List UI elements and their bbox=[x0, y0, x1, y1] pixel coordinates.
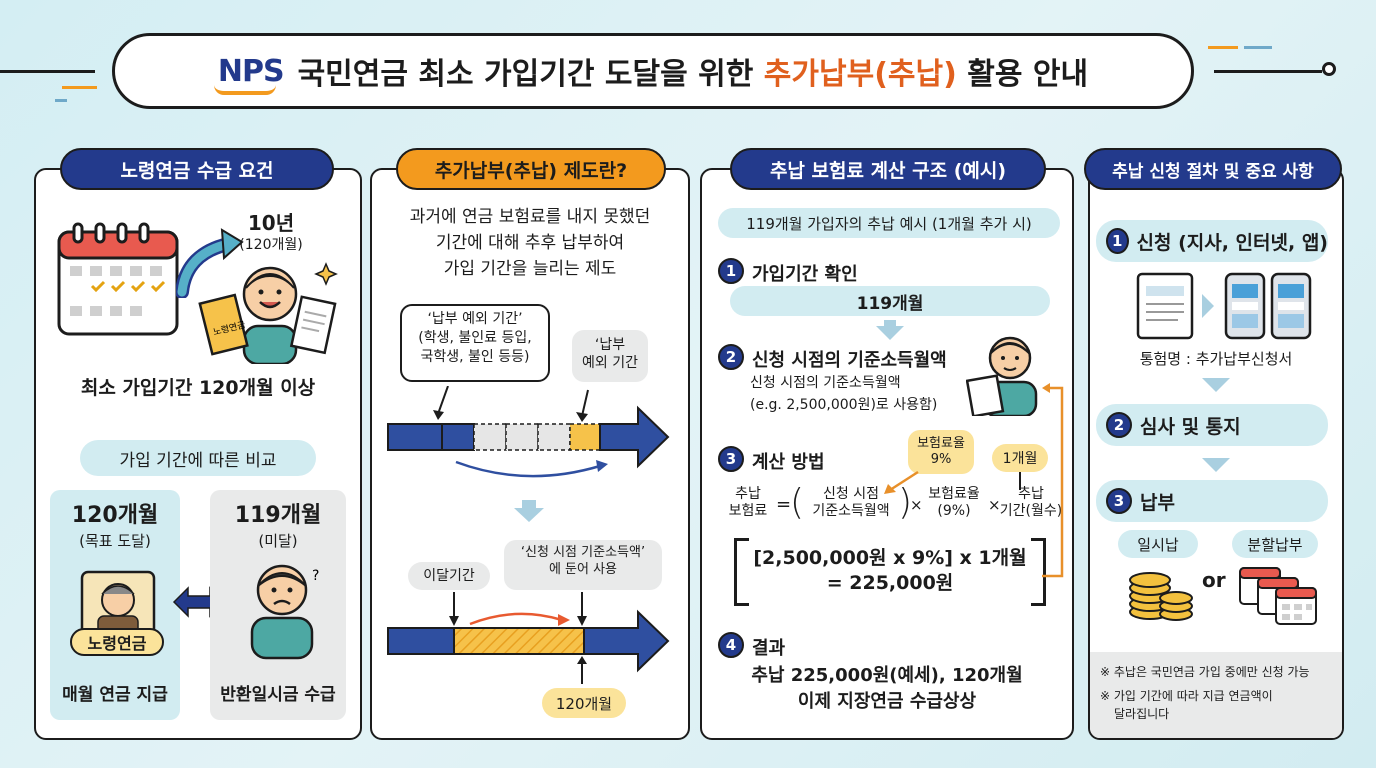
down-arrow-icon bbox=[876, 320, 904, 344]
procedure-step-apply: 1 신청 (지사, 인터넷, 앱) bbox=[1096, 220, 1328, 262]
happy-person-icon: 노령연금 bbox=[198, 262, 338, 364]
office-worker-icon bbox=[966, 336, 1038, 416]
procedure-step-review: 2 심사 및 통지 bbox=[1096, 404, 1328, 446]
card-119-result: 반환일시금 수급 bbox=[220, 685, 336, 705]
step-number: 2 bbox=[718, 344, 744, 370]
months-label: (120개월) bbox=[239, 237, 303, 253]
step2-line1: 신청 시점의 기준소득월액 bbox=[750, 375, 901, 391]
result-line2: 이제 지장연금 수급상상 bbox=[797, 691, 977, 712]
notes-box bbox=[1090, 652, 1342, 738]
card-119-sub: (미달) bbox=[258, 532, 298, 550]
decor-line bbox=[1214, 70, 1322, 73]
calc-line2: = 225,000원 bbox=[826, 571, 954, 594]
panel-heading: 노령연금 수급 요건 bbox=[60, 148, 334, 190]
card-120-result: 매월 연금 지급 bbox=[62, 685, 168, 705]
timeline-fill bbox=[387, 592, 670, 684]
panel-procedure bbox=[1088, 168, 1344, 740]
card-120-title: 120개월 bbox=[71, 503, 159, 528]
step-number: 3 bbox=[718, 446, 744, 472]
compare-heading: 가입 기간에 따른 비교 bbox=[80, 440, 316, 476]
form-name: 통험명 : 추가납부신청서 bbox=[1139, 350, 1293, 368]
example-label: 119개월 가입자의 추납 예시 (1개월 추가 시) bbox=[718, 208, 1060, 238]
income-basis-label: ‘신청 시점 기준소득액’ 에 둔어 사용 bbox=[504, 540, 662, 590]
definition-line1: 과거에 연금 보험료를 내지 못했던 bbox=[409, 207, 651, 227]
formula-paren-open: ( bbox=[790, 482, 805, 523]
nps-logo: NPS bbox=[213, 54, 285, 95]
step1-title: 가입기간 확인 bbox=[752, 264, 858, 285]
svg-text:?: ? bbox=[312, 568, 319, 584]
formula-equals: = bbox=[776, 494, 792, 515]
panel-heading: 추납 신청 절차 및 중요 사항 bbox=[1084, 148, 1342, 190]
step-number: 1 bbox=[1106, 228, 1129, 254]
card-119-title: 119개월 bbox=[234, 503, 322, 528]
calendar-icon bbox=[57, 222, 179, 336]
coins-icon bbox=[1129, 572, 1193, 621]
decor-dot bbox=[1322, 62, 1336, 76]
card-120-sub: (목표 도달) bbox=[79, 532, 151, 550]
result-line1: 추납 225,000원(예세), 120개월 bbox=[751, 665, 1023, 686]
calc-line1: [2,500,000원 x 9%] x 1개월 bbox=[753, 547, 1027, 569]
min-period-text: 최소 가입기간 120개월 이상 bbox=[80, 377, 316, 399]
step-number: 4 bbox=[718, 632, 744, 658]
note-2-line1: ※ 가입 기간에 따라 지급 연금액이 bbox=[1100, 689, 1273, 703]
step-label: 납부 bbox=[1140, 491, 1175, 514]
timeline-exempt bbox=[387, 386, 670, 478]
calculation-box: [2,500,000원 x 9%] x 1개월 = 225,000원 bbox=[734, 538, 1046, 606]
installment-calendars-icon bbox=[1239, 567, 1317, 625]
step-label: 신청 (지사, 인터넷, 앱) bbox=[1136, 231, 1329, 254]
decor-line bbox=[1244, 46, 1272, 49]
down-arrow-icon bbox=[1202, 458, 1230, 472]
panel-heading: 추납 보험료 계산 구조 (예시) bbox=[730, 148, 1046, 190]
definition-line3: 가입 기간을 늘리는 제도 bbox=[443, 259, 617, 279]
page-title: 국민연금 최소 가입기간 도달을 위한 추가납부(추납) 활용 안내 bbox=[297, 57, 1089, 92]
decor-line bbox=[62, 86, 97, 89]
step-number: 3 bbox=[1106, 488, 1132, 514]
installment-label: 분할납부 bbox=[1232, 530, 1318, 558]
step1-value: 119개월 bbox=[730, 286, 1050, 316]
panel-heading: 추가납부(추납) 제도란? bbox=[396, 148, 666, 190]
month-tag: 1개월 bbox=[992, 444, 1048, 472]
step-number: 1 bbox=[718, 258, 744, 284]
step4-title: 결과 bbox=[752, 638, 786, 659]
formula-paren-close: ) bbox=[898, 482, 913, 523]
sad-person-icon: ? bbox=[250, 564, 319, 660]
step-number: 2 bbox=[1106, 412, 1132, 438]
growth-arrow-icon bbox=[176, 228, 244, 298]
procedure-step-pay: 3 납부 bbox=[1096, 480, 1328, 522]
definition-line2: 기간에 대해 추후 납부하여 bbox=[435, 233, 625, 253]
formula-times: × bbox=[910, 496, 923, 514]
step3-title: 계산 방법 bbox=[752, 452, 825, 473]
lump-sum-label: 일시납 bbox=[1118, 530, 1198, 558]
formula-pointer-arrows bbox=[884, 470, 1021, 494]
decor-line bbox=[1208, 46, 1238, 49]
note-2-line2: 달라집니다 bbox=[1114, 707, 1170, 721]
step-label: 심사 및 통지 bbox=[1140, 415, 1241, 438]
feedback-arrow bbox=[1042, 383, 1064, 578]
month-120-tag: 120개월 bbox=[542, 688, 626, 718]
or-label: or bbox=[1202, 568, 1226, 592]
decor-line bbox=[0, 70, 95, 73]
pension-badge: 노령연금 bbox=[70, 628, 164, 656]
exempt-period-bubble: ‘납부 예외 기간’ (학생, 불인료 등입, 국학생, 불인 등등) bbox=[400, 304, 550, 382]
this-month-label: 이달기간 bbox=[408, 562, 490, 590]
step2-title: 신청 시점의 기준소득월액 bbox=[752, 350, 947, 371]
step2-line2: (e.g. 2,500,000원)로 사용함) bbox=[750, 397, 938, 413]
decor-line bbox=[55, 99, 67, 102]
down-arrow-icon bbox=[514, 500, 544, 522]
formula-rate: 보험료율(9%) bbox=[928, 486, 980, 519]
note-1: ※ 추납은 국민연금 가입 중에만 신청 가능 bbox=[1100, 665, 1310, 679]
exempt-label-box: ‘납부 예외 기간 bbox=[572, 330, 648, 382]
title-banner: NPS 국민연금 최소 가입기간 도달을 위한 추가납부(추납) 활용 안내 bbox=[112, 33, 1194, 109]
formula-times: × bbox=[988, 496, 1001, 514]
down-arrow-icon bbox=[1202, 378, 1230, 392]
years-label: 10년 bbox=[247, 211, 295, 235]
application-form-icon bbox=[1136, 272, 1312, 340]
